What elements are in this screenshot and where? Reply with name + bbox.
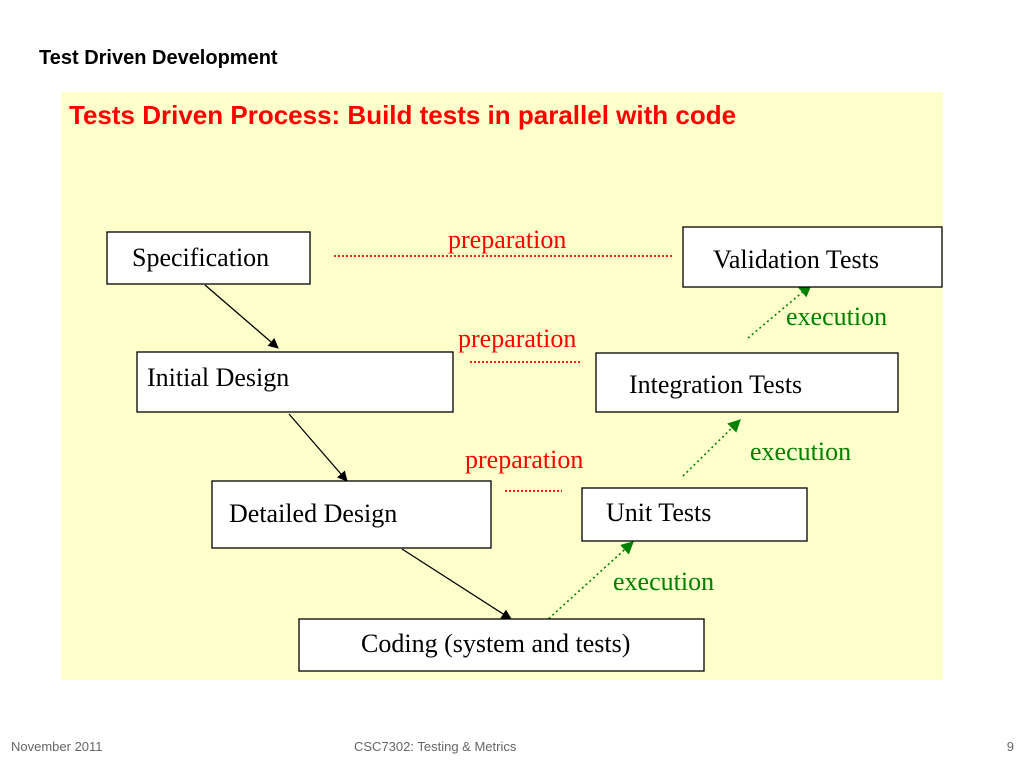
specification-label: Specification [132,243,269,272]
arrow-initial-design-to-detailed-design [288,413,348,482]
validation-tests-box: Validation Tests [682,226,943,288]
footer-course: CSC7302: Testing & Metrics [354,739,517,754]
coding-box: Coding (system and tests) [298,618,705,672]
coding-label: Coding (system and tests) [361,629,630,658]
execution-arrow-integration-to-validation-tests [747,284,812,339]
integration-tests-label: Integration Tests [629,370,802,399]
detailed-design-box: Detailed Design [211,480,492,549]
arrow-specification-to-initial-design [204,284,279,349]
execution-label-3: execution [613,567,714,596]
detailed-design-label: Detailed Design [229,499,397,528]
unit-tests-box: Unit Tests [581,487,808,542]
execution-label-2: execution [750,437,851,466]
execution-arrow-unit-tests-to-integration-tests [682,419,741,477]
unit-tests-label: Unit Tests [606,498,711,527]
footer-date: November 2011 [11,739,103,754]
execution-label-1: execution [786,302,887,331]
page-number: 9 [1006,739,1014,754]
preparation-label-2: preparation [458,324,576,353]
initial-design-label: Initial Design [147,363,289,392]
initial-design-box: Initial Design [136,351,454,413]
integration-tests-box: Integration Tests [595,352,899,413]
preparation-label-3: preparation [465,445,583,474]
validation-tests-label: Validation Tests [713,245,879,274]
arrow-detailed-design-to-coding [401,548,512,620]
specification-box: Specification [106,231,311,285]
slide-title: Test Driven Development [39,47,278,69]
diagram-heading: Tests Driven Process: Build tests in par… [69,100,737,130]
preparation-label-1: preparation [448,225,566,254]
